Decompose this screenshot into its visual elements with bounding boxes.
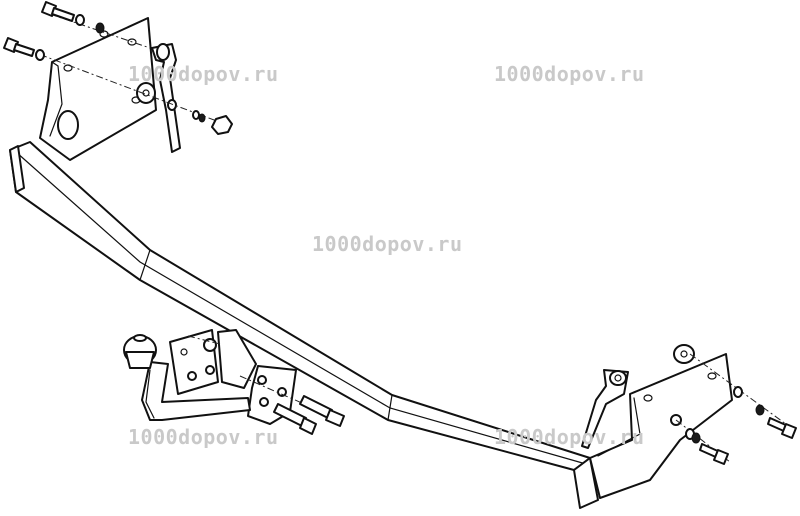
washer bbox=[136, 82, 156, 104]
washer bbox=[35, 49, 45, 61]
bolt-lower-left bbox=[3, 37, 35, 57]
left-side-plate bbox=[151, 43, 181, 153]
bolt-lower-right bbox=[699, 443, 729, 465]
lock-washer bbox=[95, 22, 105, 34]
lock-washer bbox=[691, 432, 701, 444]
hitch-bolt bbox=[273, 403, 317, 435]
lock-washer bbox=[755, 404, 765, 416]
washer bbox=[673, 344, 695, 364]
washer bbox=[733, 386, 743, 398]
beam-end-cap bbox=[573, 457, 599, 509]
bolt-upper-right bbox=[767, 417, 797, 439]
washer bbox=[192, 110, 200, 120]
hitch-bolt bbox=[299, 395, 345, 427]
right-side-plate bbox=[581, 369, 629, 449]
bolt-upper-left bbox=[41, 1, 75, 22]
tow-ball bbox=[123, 334, 157, 369]
bracket-hole bbox=[57, 110, 79, 140]
left-mounting-bracket bbox=[39, 17, 157, 161]
ball-arm bbox=[141, 361, 251, 421]
washer bbox=[75, 14, 85, 26]
nut bbox=[211, 115, 233, 135]
lock-washer bbox=[198, 113, 206, 123]
